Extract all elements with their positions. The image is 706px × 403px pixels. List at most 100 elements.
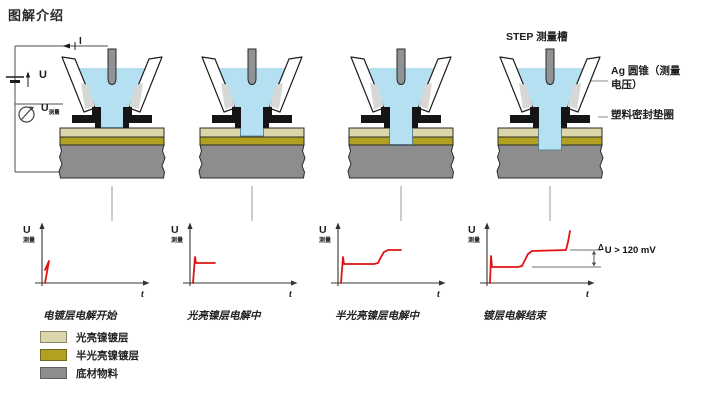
etched-hole bbox=[100, 112, 124, 128]
measuring-cell bbox=[58, 48, 166, 221]
seal-right bbox=[123, 115, 152, 123]
ag-cone-pin bbox=[247, 48, 257, 86]
stage-caption-1: 电镀层电解开始 bbox=[43, 311, 117, 322]
legend-swatch-base-material bbox=[40, 367, 67, 379]
voltmeter-icon bbox=[18, 106, 35, 123]
seal-right bbox=[561, 115, 590, 123]
wall-shading bbox=[567, 83, 581, 109]
base-material bbox=[58, 144, 166, 179]
wall-shading bbox=[370, 83, 384, 109]
seal-right bbox=[263, 115, 292, 123]
seal-left bbox=[212, 115, 241, 123]
seal-right-foot bbox=[123, 123, 129, 128]
voltage-curve bbox=[489, 230, 571, 284]
delta-arrow-down-icon bbox=[591, 262, 597, 267]
measuring-cell bbox=[198, 48, 306, 221]
ag-cone-label: Ag 圆锥（测量 电压） bbox=[611, 64, 680, 92]
stage-caption-3: 半光亮镍层电解中 bbox=[335, 311, 419, 322]
etched-hole bbox=[240, 112, 264, 137]
current-arrow-icon bbox=[62, 43, 70, 49]
seal-left-nub bbox=[92, 107, 101, 115]
time-axis-label: t bbox=[586, 289, 590, 300]
x-axis-arrow-icon bbox=[439, 280, 446, 286]
delta-symbol: Δ bbox=[598, 243, 604, 252]
seal-right-nub bbox=[561, 107, 570, 115]
meter-voltage-label: U测量 bbox=[41, 102, 60, 116]
voltage-time-graph: U测量 t bbox=[319, 222, 446, 300]
delta-arrow-up-icon bbox=[591, 250, 597, 255]
base-material bbox=[347, 144, 455, 179]
voltage-curve bbox=[340, 249, 402, 284]
time-axis-label: t bbox=[141, 289, 145, 300]
page-title: 图解介绍 bbox=[8, 8, 65, 23]
seal-left bbox=[510, 115, 539, 123]
y-axis-arrow-icon bbox=[335, 222, 341, 229]
measuring-cell bbox=[496, 48, 604, 221]
semibright-nickel-layer bbox=[59, 136, 165, 146]
meter-voltage-u: U bbox=[41, 102, 49, 114]
voltage-axis-sublabel: 测量 bbox=[171, 236, 183, 244]
y-axis-arrow-icon bbox=[484, 222, 490, 229]
meter-voltage-sub: 测量 bbox=[48, 110, 60, 116]
wall-shading bbox=[221, 83, 235, 109]
wall-shading bbox=[269, 83, 283, 109]
wall-shading bbox=[519, 83, 533, 109]
seal-left-foot bbox=[235, 123, 241, 128]
stage-caption-2: 光亮镍层电解中 bbox=[187, 311, 261, 322]
base-material bbox=[198, 144, 306, 179]
delta-text: U > 120 mV bbox=[604, 245, 656, 256]
voltage-axis-label: U bbox=[319, 224, 327, 236]
legend-label: 底材物料 bbox=[76, 369, 118, 380]
ag-cone-label-line2: 电压） bbox=[611, 79, 643, 91]
ag-cone-pin bbox=[396, 48, 406, 86]
wall-shading bbox=[129, 83, 143, 109]
seal-right-foot bbox=[561, 123, 567, 128]
measuring-cell bbox=[347, 48, 455, 221]
legend-label: 半光亮镍镀层 bbox=[76, 351, 139, 362]
ag-cone-label-line1: Ag 圆锥（测量 bbox=[611, 65, 681, 77]
voltage-arrow-icon bbox=[25, 71, 31, 87]
legend-swatch-semibright-nickel bbox=[40, 349, 67, 361]
base-material bbox=[496, 144, 604, 179]
voltage-axis-label: U bbox=[23, 224, 31, 236]
current-label: I bbox=[79, 36, 82, 47]
voltage-axis-sublabel: 测量 bbox=[319, 236, 331, 244]
plastic-seal-label: 塑料密封垫圈 bbox=[611, 109, 674, 121]
etched-hole bbox=[389, 112, 413, 145]
x-axis-arrow-icon bbox=[291, 280, 298, 286]
seal-right-foot bbox=[412, 123, 418, 128]
seal-left-foot bbox=[533, 123, 539, 128]
delta-u-label: ΔU > 120 mV bbox=[598, 243, 656, 256]
seal-left-nub bbox=[381, 107, 390, 115]
seal-left-nub bbox=[232, 107, 241, 115]
x-axis-arrow-icon bbox=[588, 280, 595, 286]
voltage-curve bbox=[44, 260, 50, 284]
battery-icon bbox=[6, 76, 24, 83]
voltage-axis-label: U bbox=[171, 224, 179, 236]
seal-right-nub bbox=[123, 107, 132, 115]
ag-cone-pin bbox=[545, 48, 555, 86]
seal-left-nub bbox=[530, 107, 539, 115]
seal-right bbox=[412, 115, 441, 123]
legend-label: 光亮镍镀层 bbox=[76, 333, 129, 344]
seal-left bbox=[72, 115, 101, 123]
wall-shading bbox=[81, 83, 95, 109]
step-cell-label: STEP 测量槽 bbox=[506, 31, 568, 43]
source-voltage-label: U bbox=[39, 69, 47, 81]
bright-nickel-layer bbox=[59, 127, 165, 138]
stage-caption-4: 镀层电解结束 bbox=[483, 311, 546, 322]
seal-right-nub bbox=[263, 107, 272, 115]
time-axis-label: t bbox=[437, 289, 441, 300]
circuit-schematic bbox=[6, 42, 108, 173]
seal-left-foot bbox=[95, 123, 101, 128]
voltage-curve bbox=[192, 256, 216, 284]
voltage-axis-sublabel: 测量 bbox=[468, 236, 480, 244]
wall-shading bbox=[418, 83, 432, 109]
ag-cone-pin bbox=[107, 48, 117, 86]
seal-left-foot bbox=[384, 123, 390, 128]
measuring-cells bbox=[58, 48, 604, 221]
